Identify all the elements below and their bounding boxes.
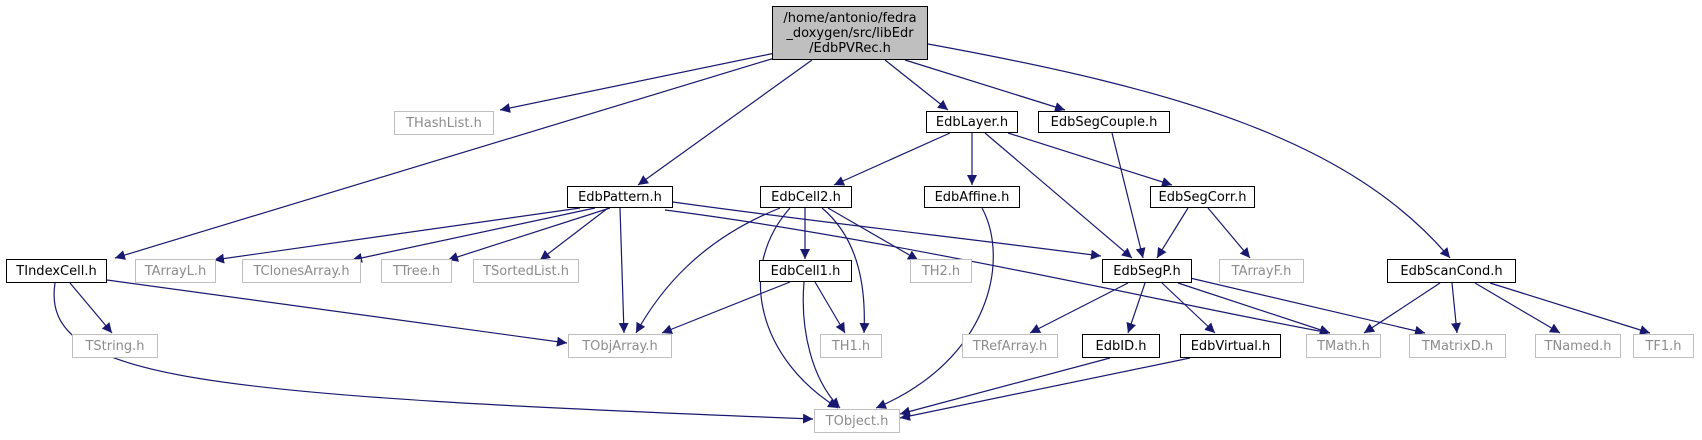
edge-edbpattern-tmath — [664, 209, 1331, 337]
edge-edbaffine-tobject — [875, 207, 994, 409]
edge-edbscancond-tf1 — [1489, 282, 1651, 335]
edge-main-edbsegcouple — [904, 59, 1066, 112]
edge-edbvirtual-tobject — [899, 357, 1191, 421]
node-edbcell1-h[interactable]: EdbCell1.h — [759, 260, 852, 282]
edge-edbsegp-tmath — [1177, 282, 1331, 335]
node-tarrayf-h: TArrayF.h — [1219, 259, 1304, 283]
edge-edbcell1-tobjarray — [661, 281, 791, 334]
node-tstring-h: TString.h — [72, 334, 158, 358]
edge-edbcell1-th1 — [814, 281, 846, 334]
edge-edblayer-edbsegp — [984, 132, 1133, 259]
node-ttree-h: TTree.h — [381, 259, 452, 283]
node-edbid-h[interactable]: EdbID.h — [1082, 334, 1160, 358]
node-edbvirtual-h[interactable]: EdbVirtual.h — [1180, 334, 1281, 358]
edge-main-thashlist — [499, 51, 781, 113]
node-edbsegp-h[interactable]: EdbSegP.h — [1102, 259, 1192, 283]
edge-edbsegcouple-edbsegp — [1111, 132, 1146, 259]
edge-edbcell2-th1 — [821, 207, 870, 334]
edge-edbsegp-edbid — [1126, 282, 1146, 334]
edge-edbscancond-tmath — [1363, 282, 1441, 334]
edge-edbsegp-edbvirtual — [1161, 282, 1216, 334]
edge-edbpattern-ttree — [447, 207, 611, 262]
node-tobjarray-h: TObjArray.h — [568, 334, 672, 358]
edge-edbsegcorr-tarrayf — [1207, 207, 1251, 259]
node-edbpattern-h[interactable]: EdbPattern.h — [567, 186, 673, 208]
edge-main-tindexcell — [114, 56, 779, 260]
edge-edbpattern-tclonesarray — [351, 207, 596, 263]
node-thashlist-h: THashList.h — [394, 111, 494, 135]
node-edblayer-h[interactable]: EdbLayer.h — [926, 111, 1018, 133]
edge-tindexcell-tstring — [69, 282, 113, 334]
edge-edbsegp-trefarray — [1029, 282, 1129, 334]
edge-edbcell2-th2 — [827, 207, 919, 261]
node-edbscancond-h[interactable]: EdbScanCond.h — [1387, 259, 1516, 283]
node-tclonesarray-h: TClonesArray.h — [242, 259, 361, 283]
edge-edbpattern-edbsegp — [672, 201, 1102, 260]
edge-edbsegcorr-edbsegp — [1156, 207, 1189, 259]
edge-edbpattern-tsortedlist — [539, 207, 609, 261]
node-trefarray-h: TRefArray.h — [962, 334, 1058, 358]
edge-edbscancond-tmatrixd — [1451, 282, 1461, 334]
edge-edbsegp-tmatrixd — [1189, 277, 1426, 336]
edge-edbid-tobject — [899, 357, 1111, 417]
node-tnamed-h: TNamed.h — [1535, 334, 1621, 358]
node-edbsegcouple-h[interactable]: EdbSegCouple.h — [1038, 111, 1170, 133]
node-edbsegcorr-h[interactable]: EdbSegCorr.h — [1150, 186, 1255, 208]
node-edbpvrec-h: /home/antonio/fedra _doxygen/src/libEdr … — [772, 6, 928, 60]
edge-edbcell2-tobjarray — [635, 207, 781, 334]
node-th1-h: TH1.h — [820, 334, 882, 358]
edge-edbcell2-tobject — [759, 207, 839, 409]
node-edbcell2-h[interactable]: EdbCell2.h — [760, 186, 852, 208]
node-tarrayl-h: TArrayL.h — [135, 259, 216, 283]
node-tmath-h: TMath.h — [1306, 334, 1381, 358]
node-tf1-h: TF1.h — [1633, 334, 1694, 358]
node-tmatrixd-h: TMatrixD.h — [1409, 334, 1506, 358]
node-tindexcell-h[interactable]: TIndexCell.h — [6, 259, 107, 283]
edge-main-edblayer — [884, 59, 949, 111]
edge-tindexcell-tobject — [53, 282, 814, 424]
node-edbaffine-h[interactable]: EdbAffine.h — [924, 186, 1020, 208]
edge-main-edbpattern — [637, 59, 813, 186]
edge-main-edbscancond — [927, 43, 1451, 259]
edge-edbcell1-tobject — [802, 281, 841, 409]
edge-edbpattern-tarrayl — [213, 207, 581, 264]
edge-edbpattern-tobjarray — [618, 207, 629, 334]
node-tsortedlist-h: TSortedList.h — [473, 259, 579, 283]
node-tobject-h: TObject.h — [814, 409, 900, 433]
edge-edbscancond-tnamed — [1474, 282, 1561, 334]
node-th2-h: TH2.h — [910, 259, 972, 283]
edge-edblayer-edbsegcorr — [1007, 132, 1173, 187]
edge-edblayer-edbcell2 — [833, 132, 951, 186]
edge-tindexcell-tobjarray — [106, 279, 568, 347]
